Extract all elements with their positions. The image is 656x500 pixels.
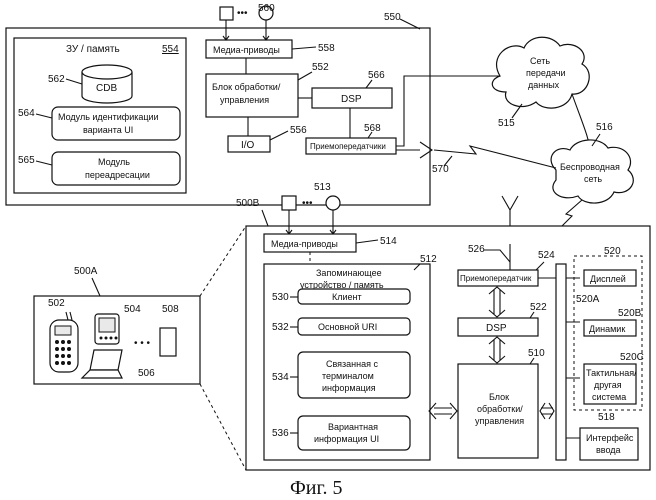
input-interface-line1: Интерфейс [586,433,634,443]
terminal-info-ref: 534 [272,372,289,383]
terminal-info-line2: терминалом [322,371,374,381]
terminal-dsp-ref: 522 [530,302,547,313]
other-device-icon [160,328,176,356]
wireless-ref: 516 [596,122,613,133]
figure-caption: Фиг. 5 [290,477,342,499]
cdb-ref: 562 [48,74,65,85]
server-media-drives-label: Медиа-приводы [213,45,280,55]
input-interface-line2: ввода [596,445,621,455]
wireless-line2: сеть [584,174,602,184]
network-line1: Сеть [530,56,550,66]
server-io-ref: 556 [290,125,307,136]
terminal-info-line3: информация [322,383,376,393]
more-devices-ellipsis: • • • [134,338,151,349]
terminal-transceiver-label: Приемопередатчик [460,274,532,283]
server-io-label: I/O [241,140,255,151]
client-label: Клиент [332,292,362,302]
tactile-line3: система [592,392,626,402]
cdb-label: CDB [96,83,117,94]
terminal-cpu-ref: 510 [528,348,545,359]
link-ref: 570 [432,164,449,175]
svg-text:•••: ••• [302,198,313,209]
redirect-module-line1: Модуль [98,157,130,167]
terminal-media-drives-label: Медиа-приводы [271,239,338,249]
base-uri-label: Основной URI [318,322,377,332]
tactile-ref: 520C [620,352,644,363]
network-ref: 515 [498,118,515,129]
output-group-ref: 520 [604,246,621,257]
variant-info-ref: 536 [272,428,289,439]
server-cpu-line1: Блок обработки/ [212,82,281,92]
terminal-cpu-line1: Блок [489,392,509,402]
variant-info-line2: информация UI [314,434,379,444]
ui-variant-module-line1: Модуль идентификации [58,112,159,122]
other-device-ref: 508 [162,304,179,315]
input-interface-ref: 518 [598,412,615,423]
terminal-memory-ref: 512 [420,254,437,265]
server-transceivers-label: Приемопередатчики [310,142,386,151]
base-uri-ref: 532 [272,322,289,333]
network-line2: передачи [526,68,565,78]
speaker-label: Динамик [589,324,625,334]
laptop-ref: 506 [138,368,155,379]
server-media-devices-ref: 560 [258,3,275,14]
antenna-ref: 526 [468,244,485,255]
pda-icon [95,314,119,344]
display-ref: 520A [576,294,600,305]
wireless-line1: Беспроводная [560,162,620,172]
server-memory-title: ЗУ / память [66,44,120,55]
tactile-line2: другая [594,380,622,390]
phone-ref: 502 [48,298,65,309]
terminal-transceiver-ref: 524 [538,250,555,261]
server-ref: 550 [384,12,401,23]
devices-500a: 500A 502 504 • • • 506 5 [34,226,246,470]
pda-ref: 504 [124,304,141,315]
mobile-phone-icon [50,312,78,372]
tactile-line1: Тактильная/ [586,368,637,378]
terminal-500b: 500B ••• 513 Медиа-приводы 514 Запоминаю… [236,182,650,470]
ui-variant-module-ref: 564 [18,108,35,119]
terminal-dsp-label: DSP [486,323,507,334]
devices-ref: 500A [74,266,98,277]
terminal-media-devices-ref: 513 [314,182,331,193]
server-transceivers-ref: 568 [364,123,381,134]
client-ref: 530 [272,292,289,303]
terminal-media-drives-ref: 514 [380,236,397,247]
network-line3: данных [528,80,560,90]
svg-text:•••: ••• [237,8,248,19]
server-memory-ref: 554 [162,44,179,55]
redirect-module-ref: 565 [18,155,35,166]
server-cpu-line2: управления [220,95,269,105]
redirect-module-line2: переадресации [85,170,150,180]
terminal-bus [556,264,566,460]
ui-variant-module-line2: варианта UI [83,125,133,135]
terminal-ref: 500B [236,198,260,209]
display-label: Дисплей [590,274,626,284]
server-550: 550 ЗУ / память 554 CDB 562 Модуль идент… [6,3,500,205]
server-dsp-label: DSP [341,94,362,105]
speaker-ref: 520B [618,308,642,319]
terminal-cpu-line3: управления [475,416,524,426]
terminal-cpu-line2: обработки/ [477,404,523,414]
terminal-memory-line1: Запоминающее [316,268,382,278]
variant-info-line1: Вариантная [328,422,378,432]
server-dsp-ref: 566 [368,70,385,81]
server-cpu-ref: 552 [312,62,329,73]
terminal-info-line1: Связанная с [326,359,379,369]
server-media-drives-ref: 558 [318,43,335,54]
